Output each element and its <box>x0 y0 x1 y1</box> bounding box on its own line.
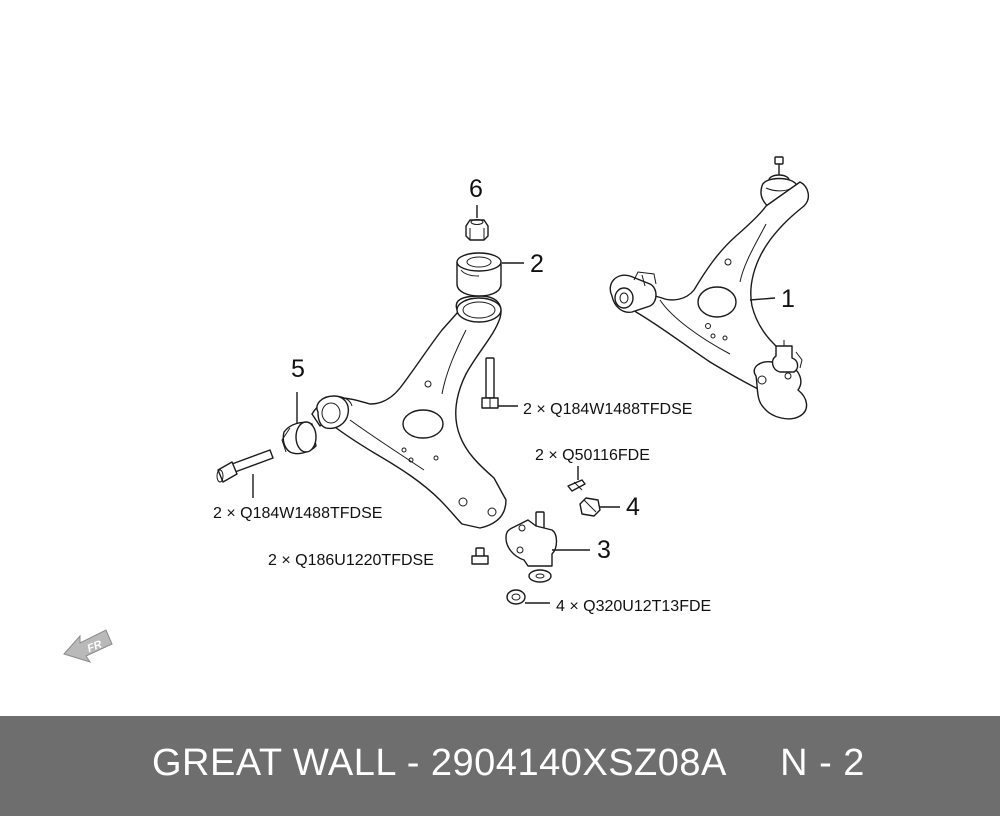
callout-6: 6 <box>469 175 483 203</box>
footer-separator: - <box>406 742 420 784</box>
label-washer: 4 × Q320U12T13FDE <box>556 598 711 615</box>
label-bolt-lower: 2 × Q184W1488TFDSE <box>213 505 382 522</box>
lower-control-arm <box>311 295 507 529</box>
bolt-upper <box>481 357 499 409</box>
footer-page: N - 2 <box>780 742 865 784</box>
ball-joint-3 <box>505 511 558 583</box>
footer-part-number: 2904140XSZ08A <box>430 742 725 784</box>
clip-nut-4 <box>579 497 601 517</box>
direction-badge: FR <box>86 638 104 655</box>
callout-3: 3 <box>597 536 611 564</box>
nut-6 <box>465 219 489 241</box>
bolt-lower <box>216 449 274 483</box>
bolt-small <box>471 547 489 565</box>
footer-caption: GREAT WALL - 2904140XSZ08A N - 2 <box>152 742 865 785</box>
callout-2: 2 <box>530 250 544 278</box>
callout-4: 4 <box>626 493 640 521</box>
footer-bar: GREAT WALL - 2904140XSZ08A N - 2 <box>0 716 1000 816</box>
label-bolt-upper: 2 × Q184W1488TFDSE <box>523 401 692 418</box>
washer <box>506 589 526 605</box>
callout-5: 5 <box>291 355 305 383</box>
exploded-parts-diagram: 1 2 3 4 5 6 2 × Q184W1488TFDSE 2 × Q184W… <box>63 156 810 663</box>
leader-1 <box>749 297 776 301</box>
footer-brand: GREAT WALL <box>152 742 396 784</box>
callout-1: 1 <box>781 285 795 313</box>
control-arm-assembly <box>609 156 810 420</box>
clip <box>567 479 586 492</box>
bushing-5 <box>281 421 317 455</box>
bushing-2 <box>456 252 502 297</box>
front-direction-arrow-icon: FR <box>63 629 113 663</box>
label-clip: 2 × Q50116FDE <box>535 447 650 464</box>
label-bolt-small: 2 × Q186U1220TFDSE <box>268 552 434 569</box>
